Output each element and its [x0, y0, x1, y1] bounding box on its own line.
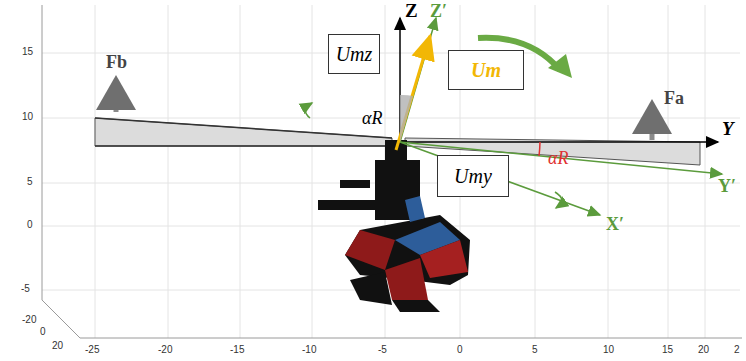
- tick-label: 10: [22, 111, 33, 122]
- vector-label: Umy: [454, 165, 492, 188]
- callout-box: Um: [448, 50, 524, 90]
- tick-label: -5: [378, 344, 387, 355]
- tick-label: -20: [158, 344, 172, 355]
- tick-label: -20: [22, 314, 36, 325]
- axis-label: Z: [405, 0, 418, 22]
- tick-label: 10: [603, 344, 614, 355]
- angle-marker: [539, 142, 540, 156]
- tick-label: 15: [22, 46, 33, 57]
- axis-label: X′: [606, 214, 624, 235]
- thrust-vector: [396, 36, 430, 150]
- rotation-arrow: [305, 103, 312, 118]
- grid: [42, 5, 740, 338]
- tick-label: 5: [27, 176, 33, 187]
- callout-box: Umz: [328, 34, 380, 74]
- tick-label: 15: [662, 344, 673, 355]
- tick-label: -5: [21, 283, 30, 294]
- tick-label: 20: [698, 344, 709, 355]
- tick-label: -15: [230, 344, 244, 355]
- tick-label: -10: [302, 344, 316, 355]
- axis-label: Y′: [718, 176, 736, 197]
- tick-label: 20: [52, 340, 63, 351]
- axis-label: Z′: [430, 1, 447, 22]
- force-arrow: [650, 104, 655, 140]
- vector-label: Umz: [336, 43, 373, 66]
- force-label: Fb: [106, 52, 127, 73]
- axes-box: [42, 5, 742, 338]
- tick-label: -25: [85, 344, 99, 355]
- tick-label: 2: [734, 344, 740, 355]
- force-arrow: [114, 80, 119, 112]
- rotation-arrow: [555, 192, 562, 208]
- x-prime-axis: [400, 142, 600, 215]
- tick-label: 0: [457, 344, 463, 355]
- tick-label: 5: [532, 344, 538, 355]
- force-label: Fa: [664, 88, 684, 109]
- tick-label: 0: [27, 219, 33, 230]
- angle-marker: [400, 95, 413, 142]
- callout-box: Umy: [437, 155, 509, 197]
- rotation-arrow: [548, 54, 572, 78]
- y-axis: [400, 141, 718, 143]
- axis-label: Y: [722, 118, 734, 140]
- vector-label: Um: [471, 59, 501, 82]
- tick-label: 0: [40, 326, 46, 337]
- angle-label: αR: [548, 148, 568, 169]
- angle-label: αR: [362, 108, 382, 129]
